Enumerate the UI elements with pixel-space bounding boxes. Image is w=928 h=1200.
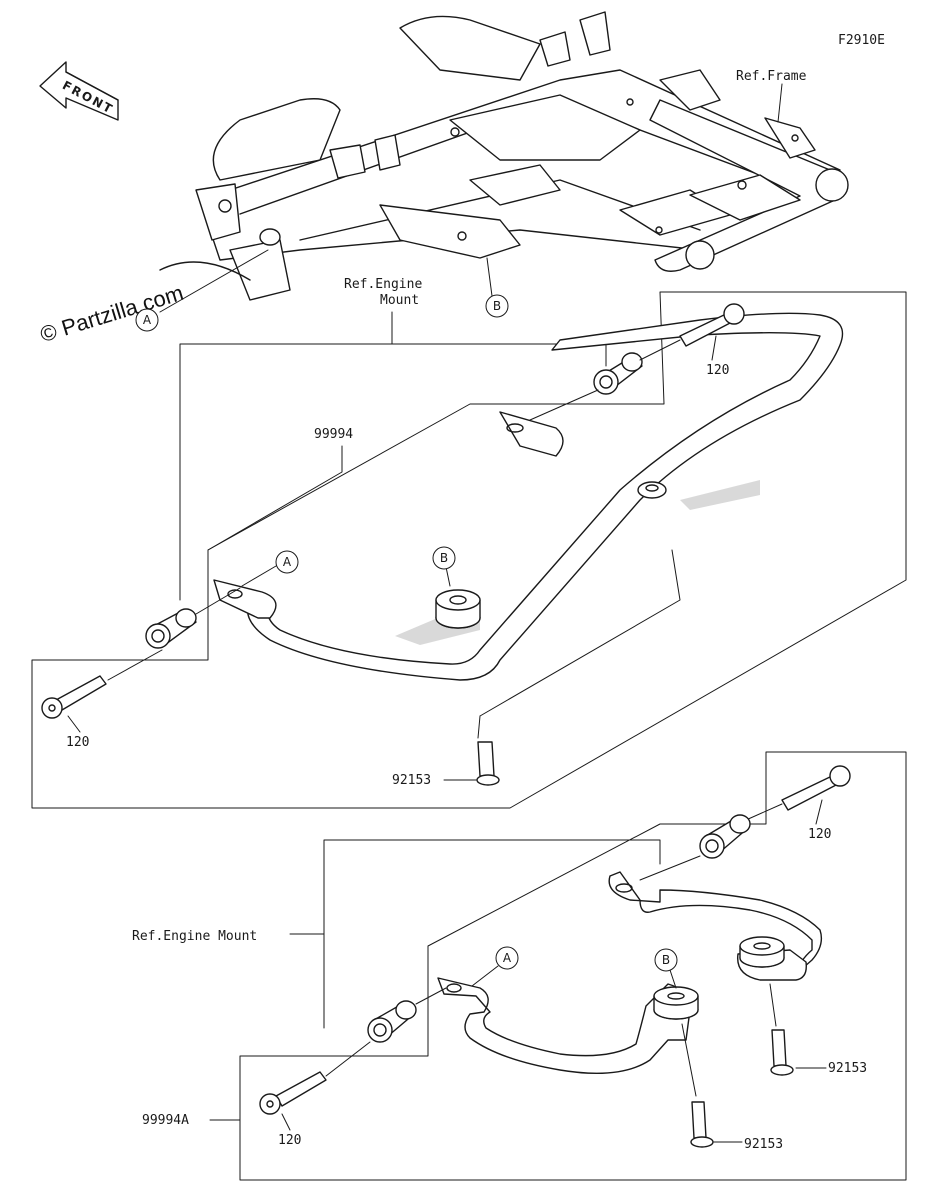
front-arrow-icon: FRONT [39, 61, 119, 121]
svg-text:A: A [283, 555, 292, 569]
upper-left-bolt [41, 649, 163, 719]
frame-illustration [159, 11, 849, 301]
svg-text:B: B [440, 551, 448, 565]
callout-a-upper: A [241, 550, 299, 587]
upper-right-bolt [639, 303, 745, 361]
upper-assembly-outline [31, 291, 907, 809]
part-120-lower-right: 120 [808, 827, 831, 842]
ref-engine-mount-top-line2: Mount [380, 293, 419, 308]
callout-b-lower: B [654, 948, 678, 989]
lower-left-spacer [367, 1000, 417, 1043]
svg-text:A: A [503, 951, 512, 965]
diagram-code: F2910E [838, 33, 885, 48]
part-120-upper-right: 120 [706, 363, 729, 378]
part-92153-upper: 92153 [392, 773, 431, 788]
part-99994-label: 99994 [314, 427, 353, 442]
lower-assembly-outline [239, 751, 907, 1181]
lower-right-guard [608, 871, 823, 981]
ref-engine-mount-bottom: Ref.Engine Mount [132, 929, 257, 944]
lower-right-screw [770, 1029, 794, 1076]
part-92153-lower-center: 92153 [744, 1137, 783, 1152]
lower-left-guard [437, 977, 699, 1074]
part-92153-lower-right: 92153 [828, 1061, 867, 1076]
upper-screw [476, 741, 500, 786]
callout-a-lower: A [471, 946, 519, 987]
ref-frame-leader [777, 83, 783, 123]
ref-engine-mount-bottom-bracket [323, 839, 661, 1029]
lower-right-bolt [745, 765, 851, 821]
part-99994a-label: 99994A [142, 1113, 189, 1128]
callout-b-upper: B [432, 546, 456, 587]
upper-guard-bar [213, 312, 844, 681]
upper-right-spacer [593, 352, 643, 395]
upper-left-spacer [145, 608, 197, 649]
lower-left-bolt [259, 1041, 371, 1115]
callout-a-top: A [135, 249, 269, 332]
watermark: © Partzilla.com [37, 280, 186, 347]
part-120-lower-left: 120 [278, 1133, 301, 1148]
ref-engine-mount-top-line1: Ref.Engine [344, 277, 422, 292]
svg-text:B: B [493, 299, 501, 313]
callout-b-top: B [485, 257, 509, 318]
ref-frame-label: Ref.Frame [736, 69, 807, 84]
lower-right-spacer [699, 814, 751, 859]
lower-center-screw [690, 1101, 714, 1148]
ref-engine-mount-top-bracket [179, 343, 607, 601]
svg-text:A: A [143, 313, 152, 327]
svg-text:B: B [662, 953, 670, 967]
part-120-upper-left: 120 [66, 735, 89, 750]
